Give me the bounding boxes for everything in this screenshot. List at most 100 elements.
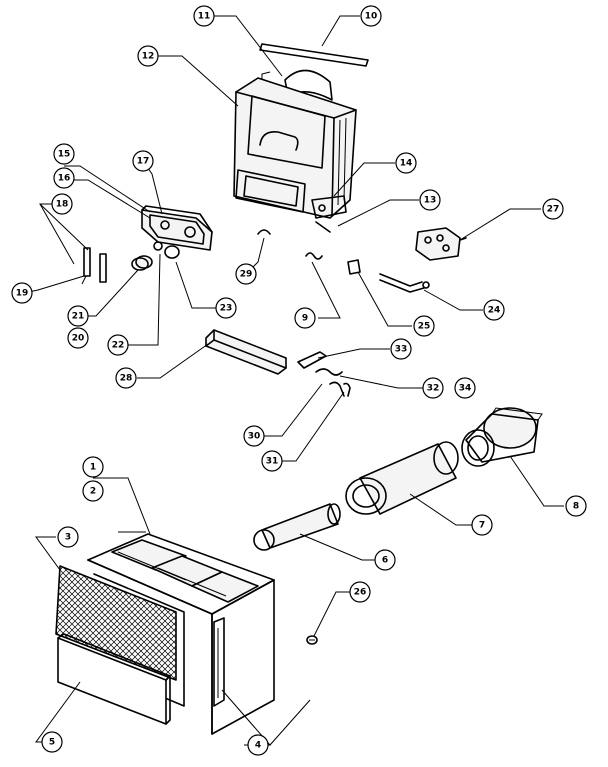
callout-circle <box>11 282 33 304</box>
callout-25: 25 <box>413 315 435 337</box>
callout-label: 16 <box>58 174 71 184</box>
part-coil-assembly <box>233 71 357 219</box>
callout-circle <box>137 45 159 67</box>
part-knob-left <box>131 255 153 271</box>
callout-circle <box>360 5 382 27</box>
callout-5: 5 <box>41 731 63 753</box>
callout-21: 21 <box>67 305 89 327</box>
callout-circle <box>67 327 89 349</box>
callout-circle <box>294 307 316 329</box>
callout-label: 15 <box>58 150 71 160</box>
callout-label: 11 <box>198 12 211 22</box>
callout-label: 6 <box>382 556 388 566</box>
callout-6: 6 <box>374 549 396 571</box>
callout-label: 26 <box>354 588 367 598</box>
callout-circle <box>395 152 417 174</box>
callout-label: 33 <box>395 345 408 355</box>
callout-23: 23 <box>215 297 237 319</box>
callout-30: 30 <box>243 425 265 447</box>
part-blower-wheel <box>461 407 543 467</box>
callout-label: 31 <box>266 457 279 467</box>
callout-label: 32 <box>427 384 440 394</box>
callout-label: 30 <box>248 432 261 442</box>
part-bracket <box>297 351 351 397</box>
part-spring <box>305 252 323 260</box>
callout-label: 1 <box>90 463 96 473</box>
callout-circle <box>51 193 73 215</box>
callout-circle <box>107 334 129 356</box>
callout-label: 21 <box>72 312 85 322</box>
callout-14: 14 <box>395 152 417 174</box>
part-nameplate <box>81 247 107 285</box>
callout-label: 17 <box>137 157 150 167</box>
callout-circle <box>132 150 154 172</box>
callout-27: 27 <box>542 198 564 220</box>
part-screw <box>306 635 318 645</box>
callout-circle <box>115 367 137 389</box>
callout-3: 3 <box>57 526 79 548</box>
part-wire-clip <box>257 229 271 235</box>
callout-9: 9 <box>294 307 316 329</box>
callout-circle <box>374 549 396 571</box>
callout-circle <box>565 495 587 517</box>
part-selector-switch <box>415 227 467 261</box>
callout-11: 11 <box>193 5 215 27</box>
callout-label: 20 <box>72 334 85 344</box>
callout-12: 12 <box>137 45 159 67</box>
callout-label: 34 <box>459 384 472 394</box>
callout-10: 10 <box>360 5 382 27</box>
callout-label: 10 <box>365 12 378 22</box>
callout-label: 7 <box>479 521 485 531</box>
callout-26: 26 <box>349 581 371 603</box>
callout-label: 29 <box>240 270 253 280</box>
callout-label: 24 <box>488 306 501 316</box>
part-capillary-tube <box>379 273 430 293</box>
callout-22: 22 <box>107 334 129 356</box>
callout-circle <box>41 731 63 753</box>
callout-7: 7 <box>471 514 493 536</box>
part-inner-tube <box>253 503 341 551</box>
callout-circle <box>390 338 412 360</box>
callout-circle <box>57 526 79 548</box>
callout-16: 16 <box>53 167 75 189</box>
callout-label: 4 <box>255 741 261 751</box>
part-control-panel <box>141 205 213 251</box>
callout-circle <box>247 734 269 756</box>
part-mesh-filter <box>55 565 177 681</box>
callout-circle <box>261 450 283 472</box>
callout-circle <box>483 299 505 321</box>
callout-18: 18 <box>51 193 73 215</box>
callout-31: 31 <box>261 450 283 472</box>
callout-circle <box>215 297 237 319</box>
callout-circle <box>471 514 493 536</box>
callout-label: 13 <box>424 196 437 206</box>
part-clip <box>347 259 361 275</box>
callout-label: 2 <box>90 487 96 497</box>
callout-circle <box>53 143 75 165</box>
callout-label: 25 <box>418 322 431 332</box>
callout-2: 2 <box>82 480 104 502</box>
callout-33: 33 <box>390 338 412 360</box>
callout-29: 29 <box>235 263 257 285</box>
callout-circle <box>193 5 215 27</box>
callout-label: 5 <box>49 738 55 748</box>
callout-label: 9 <box>302 314 308 324</box>
part-knob-right <box>153 241 180 259</box>
callout-label: 19 <box>16 289 29 299</box>
callout-label: 28 <box>120 374 133 384</box>
callout-24: 24 <box>483 299 505 321</box>
callout-label: 27 <box>547 205 560 215</box>
callout-label: 22 <box>112 341 125 351</box>
callout-20: 20 <box>67 327 89 349</box>
part-heating-cylinder <box>345 441 459 515</box>
callout-label: 23 <box>220 304 233 314</box>
callout-19: 19 <box>11 282 33 304</box>
callout-4: 4 <box>247 734 269 756</box>
callout-1: 1 <box>82 456 104 478</box>
callout-34: 34 <box>454 377 476 399</box>
callout-13: 13 <box>419 189 441 211</box>
callout-circle <box>413 315 435 337</box>
